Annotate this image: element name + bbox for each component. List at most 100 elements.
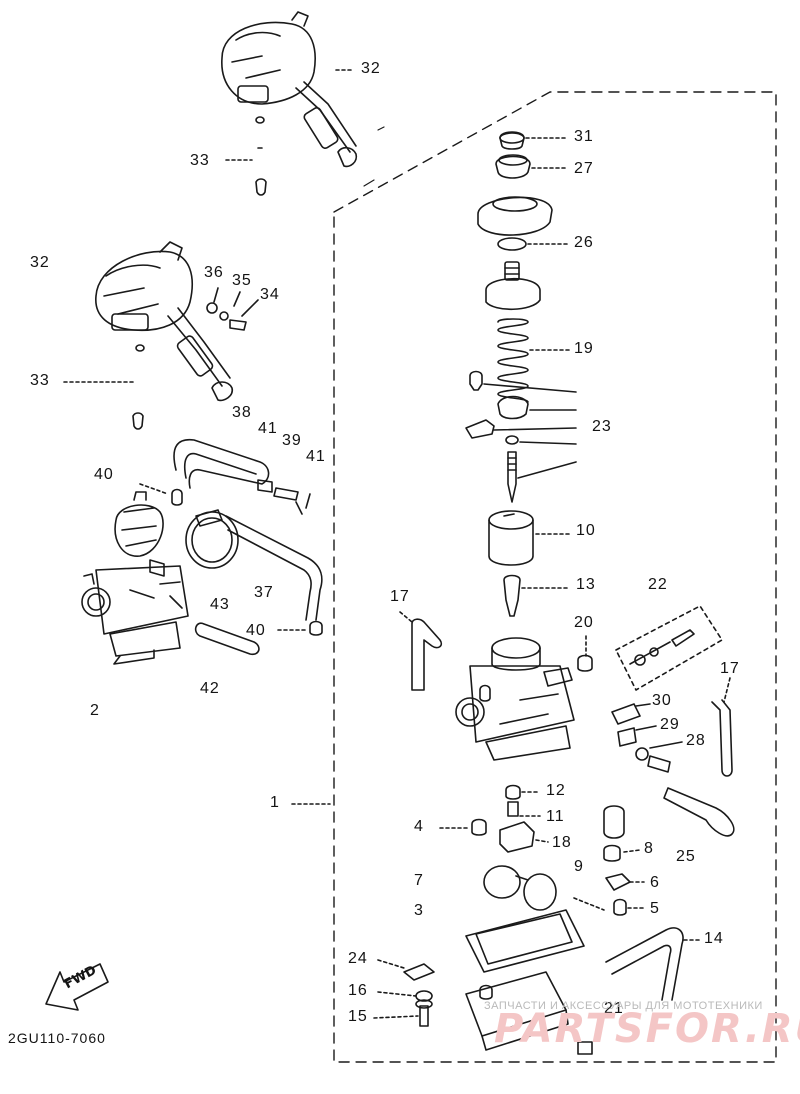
- callout-14: 14: [704, 930, 724, 947]
- watermark-logo: PARTSFOR.RU: [494, 1006, 800, 1052]
- cap-31: [499, 131, 525, 150]
- float-pin: [573, 897, 605, 911]
- callout-38: 38: [232, 404, 252, 421]
- callout-19: 19: [574, 340, 594, 357]
- callout-42: 42: [200, 680, 220, 697]
- dust-boots-33-mid: [132, 344, 145, 430]
- callout-17-left: 17: [390, 588, 410, 605]
- throttle-valve-10: [488, 510, 534, 566]
- callout-5: 5: [650, 900, 660, 917]
- cap-27: [495, 154, 531, 179]
- callout-20: 20: [574, 614, 594, 631]
- plunger-20: [577, 654, 593, 672]
- leader-30-29-28: [635, 703, 683, 749]
- callout-32-mid: 32: [30, 254, 50, 271]
- callout-24: 24: [348, 950, 368, 967]
- starter-plunger-22: [615, 605, 723, 691]
- throttle-housing-32-mid: [95, 241, 234, 402]
- callout-35: 35: [232, 272, 252, 289]
- callout-37: 37: [254, 584, 274, 601]
- clamp-band: [185, 509, 239, 569]
- float-chamber-parts: [471, 784, 631, 916]
- callout-21: 21: [604, 1000, 624, 1017]
- callout-29: 29: [660, 716, 680, 733]
- callout-9: 9: [574, 858, 584, 875]
- boundary-tick: [363, 126, 385, 187]
- leader-23-group: [483, 383, 577, 479]
- callout-16: 16: [348, 982, 368, 999]
- callout-30: 30: [652, 692, 672, 709]
- callout-40-lower: 40: [246, 622, 266, 639]
- leader-18: [535, 839, 549, 843]
- callout-40-upper: 40: [94, 466, 114, 483]
- callout-8: 8: [644, 840, 654, 857]
- leader-17a: [399, 611, 413, 623]
- part-catalog-code: 2GU110-7060: [8, 1030, 106, 1046]
- callout-25: 25: [676, 848, 696, 865]
- carburetor-assembly-2: [81, 491, 189, 665]
- callout-26: 26: [574, 234, 594, 251]
- leader-8-6-5: [623, 849, 645, 909]
- callout-32-top: 32: [361, 60, 381, 77]
- callout-33-top: 33: [190, 152, 210, 169]
- float-7: [483, 865, 557, 911]
- callout-31: 31: [574, 128, 594, 145]
- callout-2: 2: [90, 702, 100, 719]
- cable-17-left: [411, 618, 443, 691]
- leader-24-16-15: [373, 959, 419, 1019]
- callout-34: 34: [260, 286, 280, 303]
- parts-28-29-30: [611, 703, 671, 773]
- mixing-chamber-top: [477, 196, 553, 236]
- callout-22: 22: [648, 576, 668, 593]
- leader-36-35-34: [213, 287, 259, 317]
- callout-7: 7: [414, 872, 424, 889]
- leader-17b: [723, 677, 731, 703]
- callout-1: 1: [270, 794, 280, 811]
- cable-adjuster: [485, 261, 541, 311]
- gasket-3: [465, 909, 585, 973]
- callout-10: 10: [576, 522, 596, 539]
- callout-18: 18: [552, 834, 572, 851]
- callout-12: 12: [546, 782, 566, 799]
- callout-43: 43: [210, 596, 230, 613]
- jet-needle: [507, 451, 517, 503]
- needle-retainer-23: [465, 370, 529, 445]
- leader-12-11: [519, 791, 541, 817]
- hose-14: [605, 927, 684, 1001]
- watermark-tagline: ЗАПЧАСТИ И АКСЕССУАРЫ ДЛЯ МОТОТЕХНИКИ: [484, 1000, 763, 1012]
- needle-jet-13: [503, 574, 521, 617]
- tube-43: [194, 622, 260, 656]
- carburetor-body: [455, 637, 575, 761]
- callout-4: 4: [414, 818, 424, 835]
- callout-17-right: 17: [720, 660, 740, 677]
- callout-13: 13: [576, 576, 596, 593]
- fwd-arrow-shape: [45, 963, 109, 1011]
- assembly-boundary-dashed: [333, 91, 777, 1063]
- plugs-40: [171, 488, 323, 636]
- clips-39-41: [257, 479, 311, 515]
- callout-15: 15: [348, 1008, 368, 1025]
- drain-screw-24-16-15: [403, 963, 435, 1027]
- hose-37: [225, 515, 323, 621]
- callout-41-upper: 41: [258, 420, 278, 437]
- hose-38: [173, 438, 270, 489]
- cable-17-right: [711, 699, 733, 777]
- dust-boots-33-top: [255, 116, 267, 196]
- callout-23: 23: [592, 418, 612, 435]
- callout-11: 11: [546, 808, 565, 825]
- callout-27: 27: [574, 160, 594, 177]
- screws-34-35-36: [206, 302, 247, 331]
- float-bowl: [465, 971, 593, 1055]
- callout-41-lower: 41: [306, 448, 326, 465]
- callout-3: 3: [414, 902, 424, 919]
- o-ring-26: [497, 237, 527, 251]
- callout-39: 39: [282, 432, 302, 449]
- callout-33-mid: 33: [30, 372, 50, 389]
- callout-36: 36: [204, 264, 224, 281]
- throttle-housing-32-top: [221, 11, 358, 168]
- leader-40a: [139, 483, 169, 495]
- callout-6: 6: [650, 874, 660, 891]
- callout-28: 28: [686, 732, 706, 749]
